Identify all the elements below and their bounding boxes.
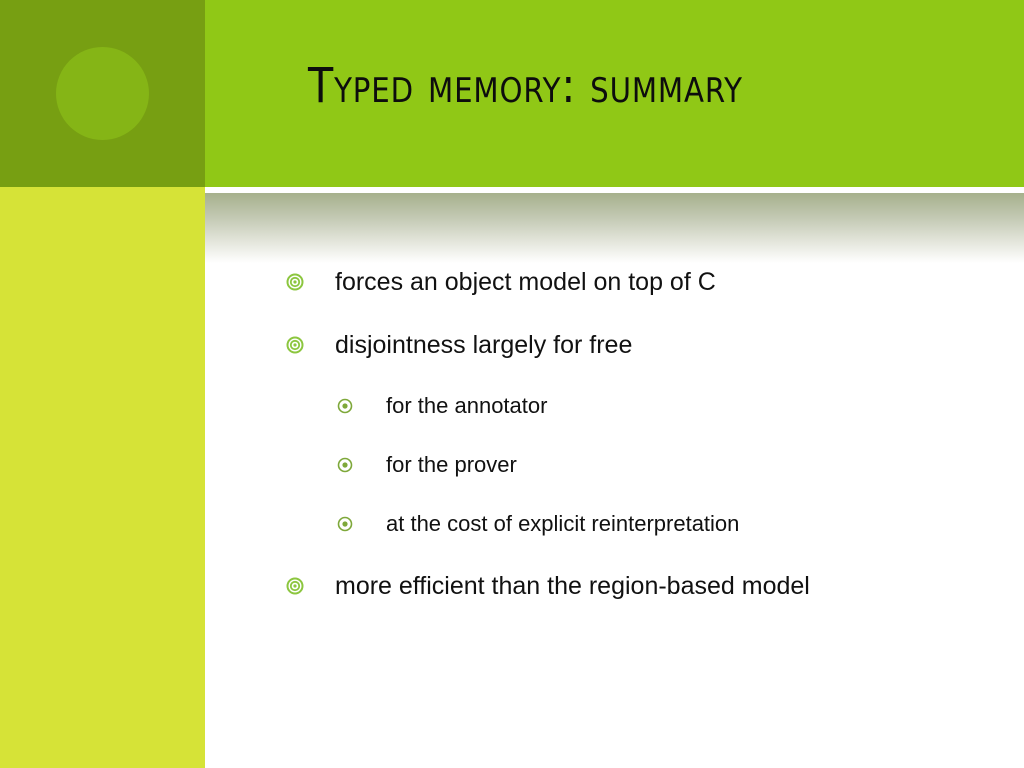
- sub-bullet-item: for the prover: [335, 449, 517, 481]
- bullet-item: more efficient than the region-based mod…: [284, 568, 810, 604]
- slide-title: Typed memory: summary: [308, 58, 743, 114]
- shadow-gradient-band: [205, 193, 1024, 263]
- sub-bullet-item: at the cost of explicit reinterpretation: [335, 508, 739, 540]
- sub-bullet-text: at the cost of explicit reinterpretation: [386, 511, 740, 536]
- dot-circle-bullet-icon: [337, 516, 353, 532]
- sub-bullet-text: for the annotator: [386, 393, 548, 418]
- target-bullet-icon: [286, 577, 304, 595]
- dot-circle-bullet-icon: [337, 457, 353, 473]
- sub-bullet-text: for the prover: [386, 452, 517, 477]
- bullet-item: disjointness largely for free: [284, 327, 632, 363]
- target-bullet-icon: [286, 273, 304, 291]
- title-divider: [205, 187, 1024, 193]
- bullet-text: more efficient than the region-based mod…: [335, 571, 810, 600]
- bullet-text: forces an object model on top of C: [335, 267, 716, 296]
- target-bullet-icon: [286, 336, 304, 354]
- left-accent-strip: [0, 187, 205, 768]
- sub-bullet-item: for the annotator: [335, 390, 547, 422]
- bullet-text: disjointness largely for free: [335, 330, 633, 359]
- bullet-item: forces an object model on top of C: [284, 264, 716, 300]
- circle-decoration: [56, 47, 149, 140]
- dot-circle-bullet-icon: [337, 398, 353, 414]
- corner-decoration-block: [0, 0, 205, 187]
- title-band: [205, 0, 1024, 187]
